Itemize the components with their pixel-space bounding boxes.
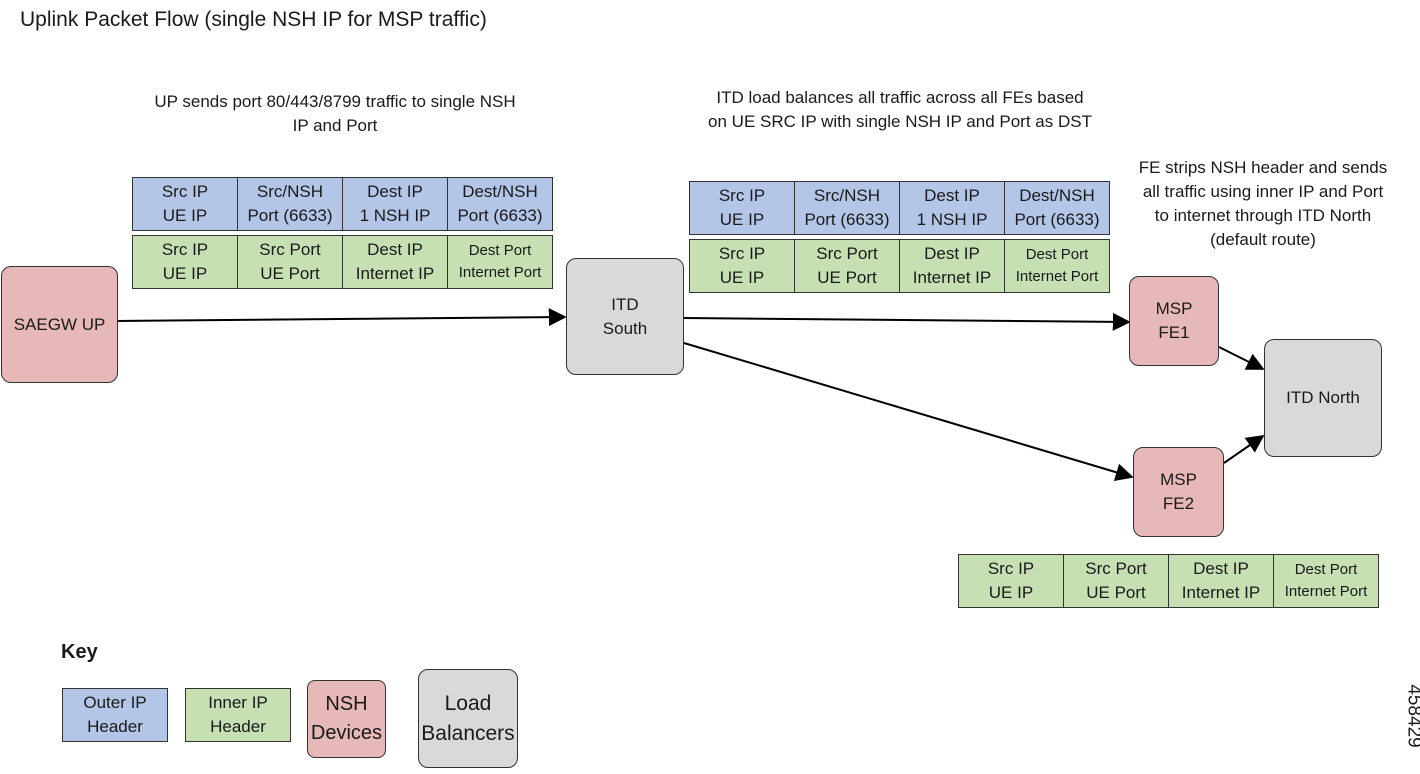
inner-cell-dest-ip: Dest IP Internet IP — [342, 235, 448, 289]
arrow-itd-south-to-fe2 — [683, 342, 1134, 481]
inner-cell-dest-ip: Dest IP Internet IP — [899, 239, 1005, 293]
inner-cell-src-ip: Src IP UE IP — [132, 235, 238, 289]
note-itd-load-balance: ITD load balances all traffic across all… — [708, 88, 1092, 131]
outer-cell-dest-port: Dest/NSH Port (6633) — [1004, 181, 1110, 235]
inner-cell-dest-port: Dest Port Internet Port — [447, 235, 553, 289]
outer-cell-src-port: Src/NSH Port (6633) — [237, 177, 343, 231]
outer-cell-src-ip: Src IP UE IP — [132, 177, 238, 231]
inner-header-row-1: Src IP UE IP Src Port UE Port Dest IP In… — [132, 235, 553, 289]
diagram-title: Uplink Packet Flow (single NSH IP for MS… — [20, 8, 487, 31]
arrow-fe1-to-itd-north — [1218, 346, 1265, 370]
inner-cell-dest-ip: Dest IP Internet IP — [1168, 554, 1274, 608]
inner-cell-src-ip: Src IP UE IP — [689, 239, 795, 293]
outer-cell-dest-ip: Dest IP 1 NSH IP — [342, 177, 448, 231]
key-outer-ip-header: Outer IP Header — [62, 688, 168, 742]
key-inner-ip-header: Inner IP Header — [185, 688, 291, 742]
arrow-up-to-itd-south — [117, 308, 567, 327]
arrow-fe2-to-itd-north — [1223, 434, 1265, 464]
node-saegw-up: SAEGW UP — [1, 266, 118, 383]
inner-header-row-3: Src IP UE IP Src Port UE Port Dest IP In… — [958, 554, 1379, 608]
figure-id: 458429 — [1403, 684, 1420, 748]
inner-cell-src-port: Src Port UE Port — [794, 239, 900, 293]
outer-header-row-2: Src IP UE IP Src/NSH Port (6633) Dest IP… — [689, 181, 1110, 235]
note-fe-strips: FE strips NSH header and sends all traff… — [1138, 158, 1388, 249]
inner-cell-dest-port: Dest Port Internet Port — [1273, 554, 1379, 608]
inner-cell-src-ip: Src IP UE IP — [958, 554, 1064, 608]
key-load-balancers: Load Balancers — [418, 669, 518, 768]
note-up-sends: UP sends port 80/443/8799 traffic to sin… — [154, 92, 516, 135]
arrow-itd-south-to-fe1 — [683, 312, 1131, 331]
node-itd-north: ITD North — [1264, 339, 1382, 457]
node-itd-south: ITD South — [566, 258, 684, 375]
outer-header-row-1: Src IP UE IP Src/NSH Port (6633) Dest IP… — [132, 177, 553, 231]
outer-cell-dest-port: Dest/NSH Port (6633) — [447, 177, 553, 231]
outer-cell-src-port: Src/NSH Port (6633) — [794, 181, 900, 235]
inner-cell-dest-port: Dest Port Internet Port — [1004, 239, 1110, 293]
outer-cell-src-ip: Src IP UE IP — [689, 181, 795, 235]
key-label: Key — [61, 641, 98, 663]
key-nsh-devices: NSH Devices — [307, 680, 386, 758]
outer-cell-dest-ip: Dest IP 1 NSH IP — [899, 181, 1005, 235]
inner-cell-src-port: Src Port UE Port — [237, 235, 343, 289]
inner-header-row-2: Src IP UE IP Src Port UE Port Dest IP In… — [689, 239, 1110, 293]
node-msp-fe1: MSP FE1 — [1129, 276, 1219, 366]
node-msp-fe2: MSP FE2 — [1133, 447, 1224, 537]
